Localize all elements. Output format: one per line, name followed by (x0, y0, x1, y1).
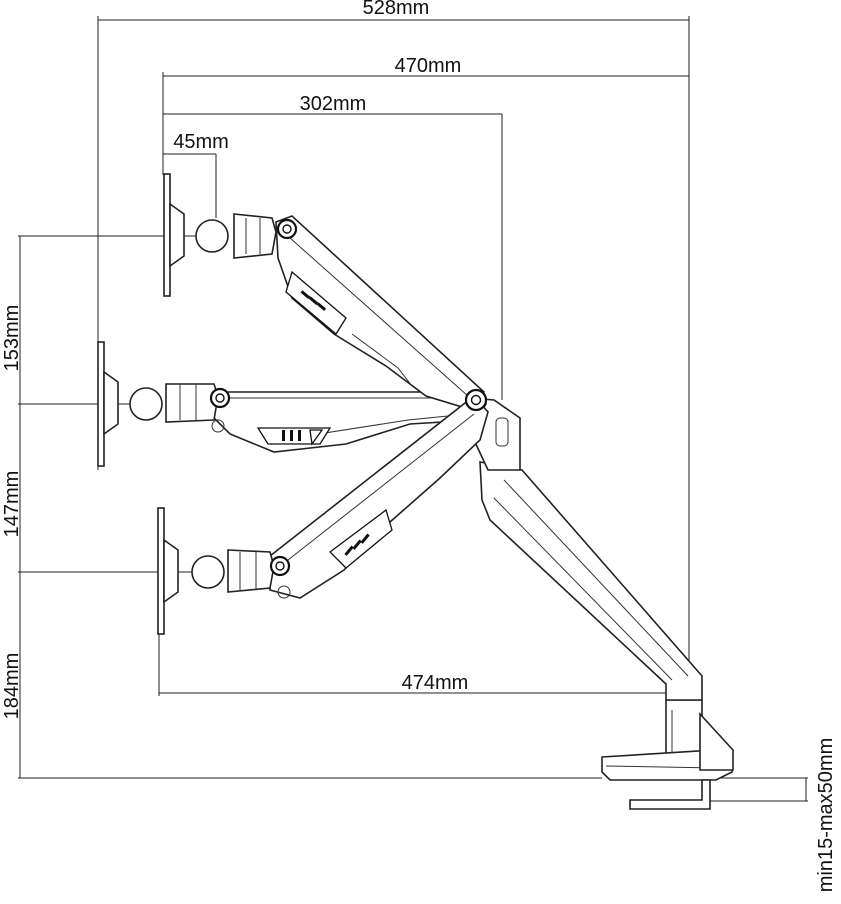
gas-spring-arm (469, 397, 703, 701)
dim-528-label: 528mm (363, 0, 430, 19)
upper-arm-bottom (269, 394, 489, 599)
monitor-head-top (163, 173, 298, 297)
pivot-joint-center (464, 388, 488, 412)
dim-470-label: 470mm (395, 55, 462, 77)
dim-302-label: 302mm (300, 93, 367, 115)
dim-153-label: 153mm (1, 305, 23, 372)
dim-184-label: 184mm (1, 653, 23, 720)
upper-arm-top (275, 215, 486, 411)
monitor-head-bottom (157, 507, 291, 635)
monitor-head-middle (97, 341, 231, 467)
dim-147-label: 147mm (1, 471, 23, 538)
dim-clamp-label: min15-max50mm (815, 738, 837, 892)
pole-and-clamp (601, 689, 734, 810)
dim-474-label: 474mm (402, 672, 469, 694)
dim-45-label: 45mm (173, 131, 229, 153)
